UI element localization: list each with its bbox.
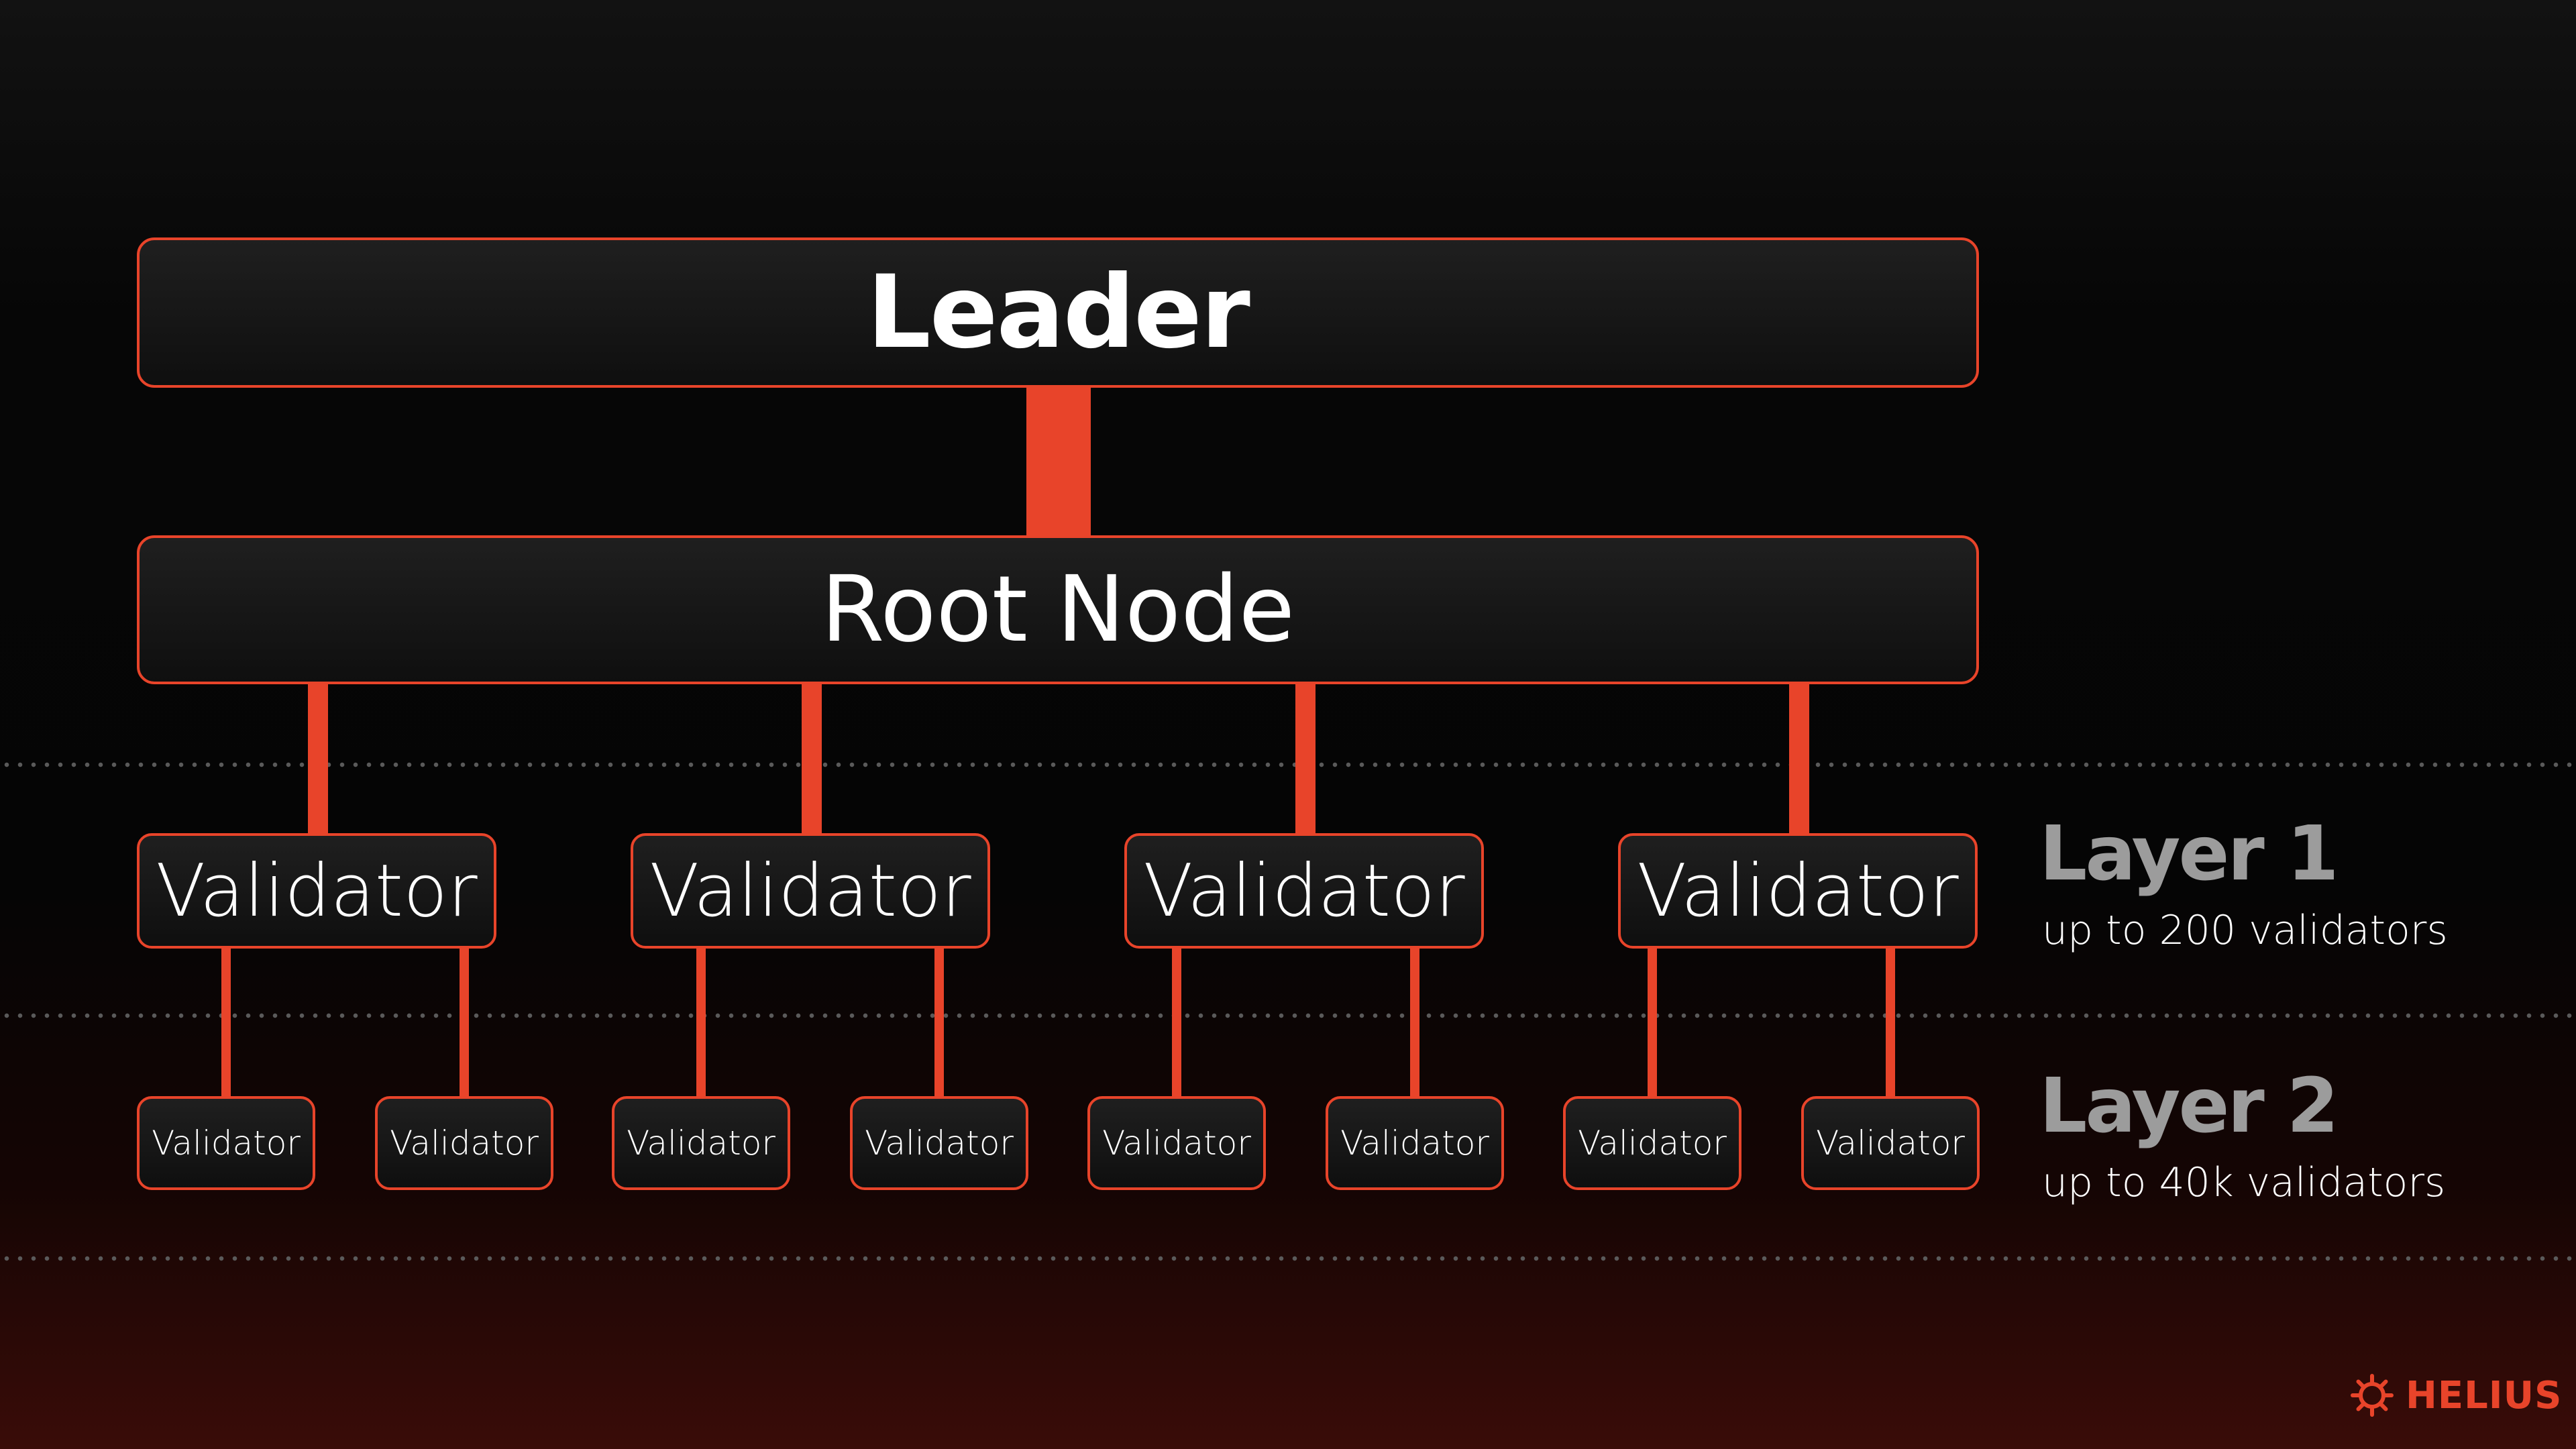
validator-label: Validator (1102, 1124, 1251, 1163)
layer1-validator-node: Validator (137, 833, 496, 949)
validator-subvalidator-connector (1410, 949, 1419, 1096)
validator-label: Validator (649, 849, 971, 933)
layer1-validator-node: Validator (1618, 833, 1978, 949)
helius-logo-icon (2351, 1374, 2394, 1417)
layer1-subtitle: up to 200 validators (2042, 907, 2448, 954)
layer2-validator-node: Validator (375, 1096, 553, 1190)
root-node-label: Root Node (820, 557, 1295, 663)
validator-label: Validator (1143, 849, 1465, 933)
validator-label: Validator (1637, 849, 1959, 933)
root-validator-connector (308, 684, 328, 833)
validator-label: Validator (627, 1124, 775, 1163)
layer2-validator-node: Validator (1801, 1096, 1980, 1190)
layer2-bottom-divider (0, 1256, 2576, 1261)
validator-subvalidator-connector (934, 949, 944, 1096)
layer2-validator-node: Validator (1087, 1096, 1266, 1190)
layer2-validator-node: Validator (1326, 1096, 1504, 1190)
validator-label: Validator (1816, 1124, 1965, 1163)
leader-root-connector (1026, 388, 1091, 535)
validator-subvalidator-connector (1886, 949, 1895, 1096)
layer2-validator-node: Validator (612, 1096, 790, 1190)
root-node: Root Node (137, 535, 1979, 684)
brand-name: HELIUS (2406, 1373, 2563, 1417)
root-validator-connector (1295, 684, 1316, 833)
layer2-validator-node: Validator (850, 1096, 1028, 1190)
layer2-validator-node: Validator (1563, 1096, 1741, 1190)
validator-label: Validator (865, 1124, 1014, 1163)
validator-subvalidator-connector (1172, 949, 1181, 1096)
layer2-validator-node: Validator (137, 1096, 315, 1190)
validator-label: Validator (156, 849, 478, 933)
validator-subvalidator-connector (1648, 949, 1657, 1096)
root-validator-connector (1789, 684, 1809, 833)
leader-label: Leader (867, 254, 1250, 371)
layer2-title: Layer 2 (2039, 1063, 2339, 1150)
validator-subvalidator-connector (221, 949, 231, 1096)
validator-subvalidator-connector (460, 949, 469, 1096)
validator-label: Validator (1578, 1124, 1727, 1163)
layer-divider (0, 1013, 2576, 1018)
layer1-title: Layer 1 (2039, 810, 2339, 898)
validator-subvalidator-connector (696, 949, 706, 1096)
layer2-subtitle: up to 40k validators (2042, 1159, 2446, 1206)
layer1-validator-node: Validator (1124, 833, 1484, 949)
leader-node: Leader (137, 237, 1979, 388)
brand-logo: HELIUS (2351, 1374, 2562, 1417)
layer1-top-divider (0, 762, 2576, 767)
root-validator-connector (802, 684, 822, 833)
layer1-validator-node: Validator (631, 833, 990, 949)
validator-label: Validator (152, 1124, 301, 1163)
validator-label: Validator (1340, 1124, 1489, 1163)
validator-label: Validator (390, 1124, 539, 1163)
